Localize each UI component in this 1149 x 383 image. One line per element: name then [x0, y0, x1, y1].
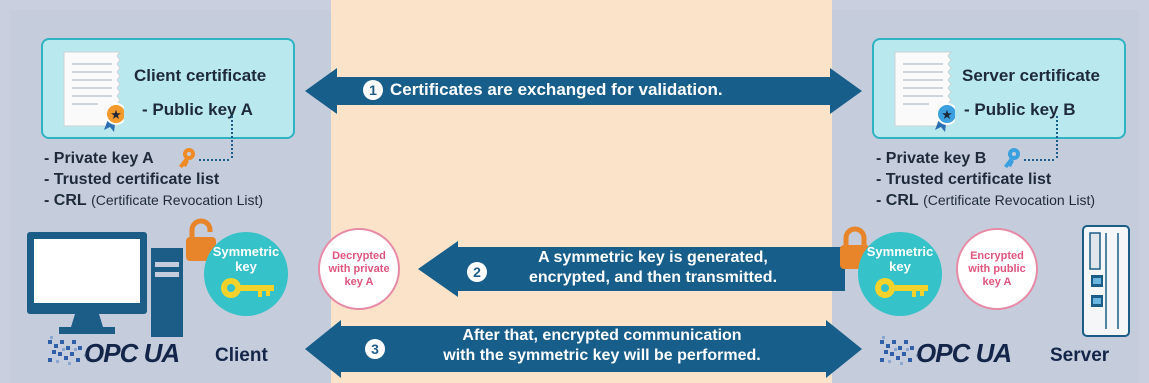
- client-symmetric-key-icon: [221, 278, 274, 298]
- client-role-label: Client: [215, 345, 268, 366]
- server-symmetric-key-label: Symmetric key: [858, 244, 942, 274]
- client-bubble-line3: key A: [344, 276, 374, 288]
- client-bubble-line1: Decrypted: [332, 250, 386, 262]
- server-sym-line2: key: [889, 259, 911, 274]
- step3-text: After that, encrypted communication with…: [392, 326, 812, 366]
- client-key-link-line: [231, 116, 233, 160]
- svg-text:★: ★: [941, 108, 953, 123]
- client-symmetric-key-label: Symmetric key: [204, 244, 288, 274]
- client-cert-public-key: - Public key A: [142, 100, 253, 119]
- client-computer-icon: [27, 232, 183, 337]
- client-crl-label: - CRL: [44, 192, 87, 209]
- server-symmetric-key-icon: [875, 278, 928, 298]
- client-opcua-logo-mark: [48, 336, 87, 365]
- server-cert-title: Server certificate: [962, 66, 1100, 85]
- client-sym-line2: key: [235, 259, 257, 274]
- step2-number: 2: [467, 262, 487, 282]
- server-opcua-logo-mark: [880, 336, 919, 365]
- server-crl-label: - CRL: [876, 192, 919, 209]
- step2-text: A symmetric key is generated, encrypted,…: [488, 248, 818, 288]
- step2-left-arrow: [418, 241, 845, 297]
- step3-number: 3: [365, 339, 385, 359]
- client-trusted-list-label: - Trusted certificate list: [44, 171, 220, 188]
- server-symmetric-key-circle: [858, 232, 942, 316]
- server-cert-public-key: - Public key B: [964, 100, 1076, 119]
- step2-line2: encrypted, and then transmitted.: [528, 269, 778, 286]
- step1-text: Certificates are exchanged for validatio…: [390, 80, 723, 99]
- step3-double-arrow: [305, 320, 862, 378]
- client-private-key-label: - Private key A: [44, 150, 154, 167]
- client-symmetric-key-circle: [204, 232, 288, 316]
- server-private-key-icon: [1004, 148, 1054, 168]
- server-device-icon: [1082, 225, 1130, 337]
- server-opcua-logo-text: OPC UA: [916, 338, 1012, 368]
- client-decrypt-text: Decrypted with private key A: [318, 250, 400, 289]
- server-bubble-line1: Encrypted: [970, 250, 1024, 262]
- step1-number: 1: [363, 80, 383, 100]
- server-role-label: Server: [1050, 345, 1110, 366]
- client-bubble-line2: with private: [328, 263, 390, 275]
- step3-line2: with the symmetric key will be performed…: [443, 347, 761, 364]
- client-sym-line1: Symmetric: [212, 244, 280, 259]
- server-sym-line1: Symmetric: [866, 244, 934, 259]
- client-opcua-logo-text: OPC UA: [84, 338, 180, 368]
- server-bubble-line3: key A: [982, 276, 1012, 288]
- server-crl-detail: (Certificate Revocation List): [923, 192, 1096, 208]
- server-bubble-line2: with public: [968, 263, 1026, 275]
- client-crl-detail: (Certificate Revocation List): [91, 192, 264, 208]
- client-certificate-document-icon: ★: [63, 51, 124, 132]
- client-cert-title: Client certificate: [134, 66, 267, 85]
- client-info-list: - Private key A - Trusted certificate li…: [44, 148, 263, 211]
- server-key-link-line: [1056, 116, 1058, 160]
- network-area: [331, 0, 832, 383]
- client-private-key-icon: [179, 148, 229, 168]
- server-trusted-list-label: - Trusted certificate list: [876, 171, 1052, 188]
- server-info-list: - Private key B - Trusted certificate li…: [876, 148, 1095, 211]
- server-encrypt-text: Encrypted with public key A: [956, 250, 1038, 289]
- step1-double-arrow: [305, 68, 862, 114]
- step2-line1: A symmetric key is generated,: [538, 249, 768, 266]
- server-private-key-label: - Private key B: [876, 150, 987, 167]
- svg-text:★: ★: [110, 108, 122, 123]
- server-certificate-document-icon: ★: [894, 51, 955, 132]
- step3-line1: After that, encrypted communication: [462, 327, 742, 344]
- client-decrypt-bubble: [318, 228, 400, 310]
- server-encrypt-bubble: [956, 228, 1038, 310]
